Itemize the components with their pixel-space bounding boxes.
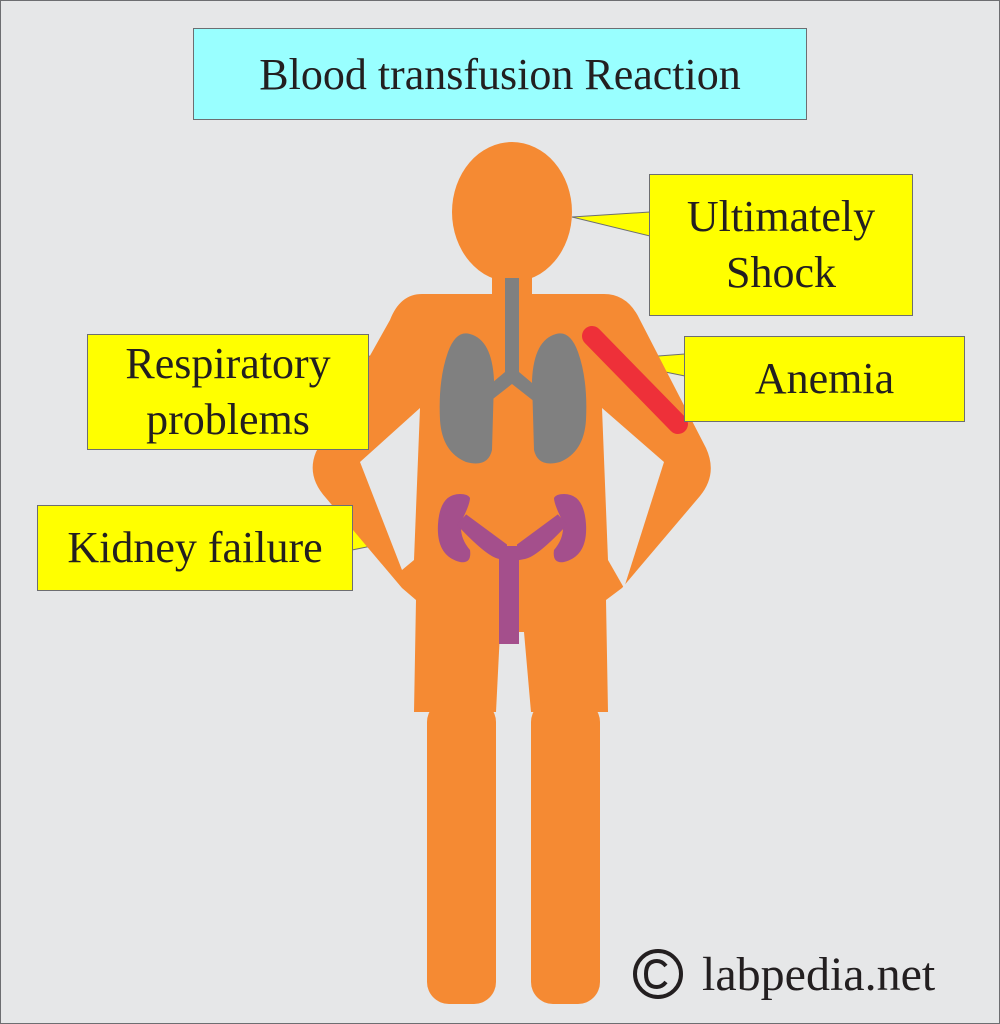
shock-pointer (571, 211, 651, 237)
kidneys (437, 494, 587, 644)
label-kidney-failure: Kidney failure (37, 505, 353, 591)
label-anemia: Anemia (684, 336, 965, 422)
left-leg (427, 700, 496, 1004)
label-respiratory: Respiratory problems (87, 334, 369, 450)
trachea (505, 278, 519, 378)
right-lung (532, 333, 587, 464)
watermark: labpedia.net (632, 942, 935, 1006)
right-leg (531, 700, 600, 1004)
left-lung (439, 333, 494, 464)
diagram-title: Blood transfusion Reaction (193, 28, 807, 120)
right-kidney (553, 494, 587, 563)
left-kidney (437, 494, 471, 563)
blood-vessel (582, 326, 688, 434)
watermark-text: labpedia.net (702, 947, 936, 1001)
copyright-icon (633, 949, 683, 999)
arm-gaps (360, 408, 664, 1010)
body-silhouette (312, 142, 711, 1004)
label-shock: Ultimately Shock (649, 174, 913, 316)
lungs (439, 278, 587, 464)
head (452, 142, 572, 282)
urethra (499, 546, 519, 644)
torso (312, 294, 711, 712)
